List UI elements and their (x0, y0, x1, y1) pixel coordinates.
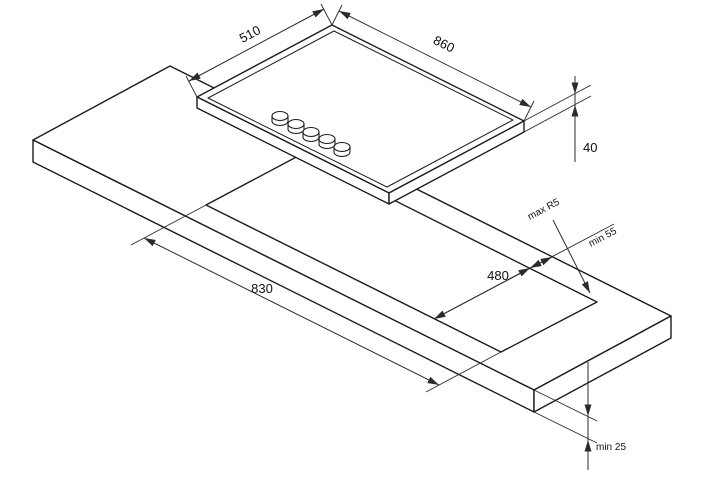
dim-860-label: 860 (431, 32, 457, 55)
knob (287, 118, 305, 135)
dim-480-label: 480 (487, 268, 509, 283)
knob (302, 126, 320, 143)
hob-knobs (271, 110, 351, 158)
dim-40-label: 40 (583, 140, 597, 155)
worktop-front-right-face (533, 315, 672, 413)
dimension-cutout-width: 830 (130, 204, 502, 393)
knob (318, 133, 336, 150)
dim-maxR5-label: max R5 (526, 197, 562, 223)
dimension-cutout-depth: 480 (433, 223, 615, 320)
knob (271, 110, 289, 127)
dim-510-label: 510 (237, 22, 263, 45)
knob (333, 141, 351, 158)
dim-min25-label: min 25 (596, 442, 626, 453)
dimension-hob-height: 40 (523, 76, 597, 162)
dim-830-label: 830 (251, 281, 273, 296)
dimension-worktop-thickness: min 25 (533, 362, 626, 470)
